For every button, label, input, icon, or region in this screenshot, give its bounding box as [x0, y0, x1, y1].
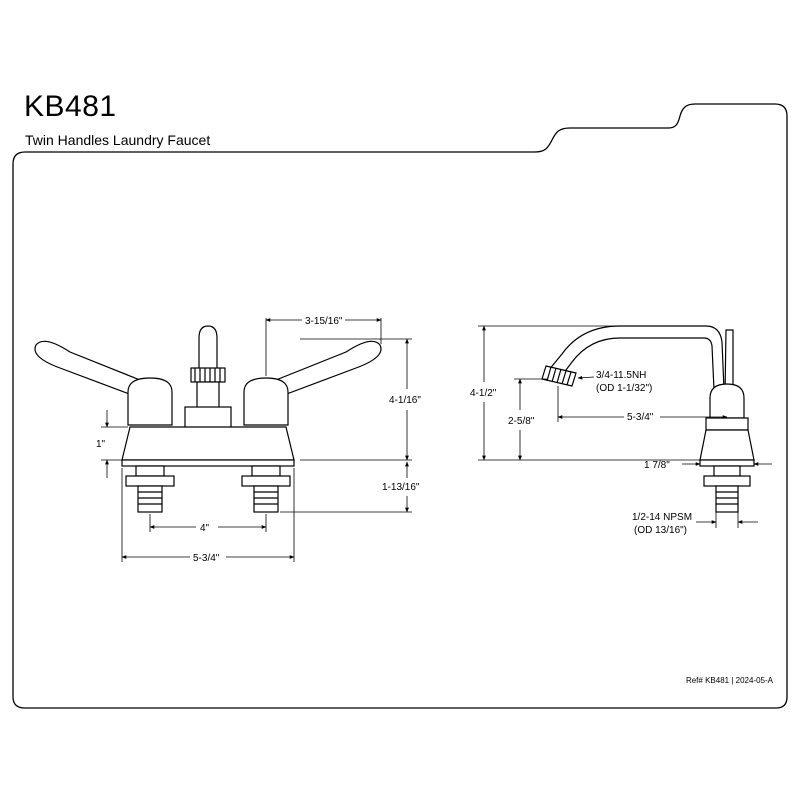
dim-inlet-thread: 1/2-14 NPSM	[632, 512, 692, 523]
side-dimension-labels: 4-1/2" 3/4-11.5NH (OD 1-1/32") 5-3/4" 2-…	[470, 370, 692, 536]
front-base	[121, 426, 295, 461]
right-shank	[251, 465, 281, 477]
front-view	[34, 325, 382, 513]
dim-outlet-od: (OD 1-1/32")	[596, 383, 652, 394]
side-base	[699, 429, 755, 461]
side-base-plate	[699, 459, 755, 467]
dim-inlet-od: (OD 13/16")	[634, 525, 687, 536]
side-dimensions	[478, 325, 772, 528]
ref-separator: |	[731, 676, 734, 685]
right-handle-cap	[243, 377, 289, 426]
left-shank	[135, 465, 165, 477]
dim-base-width: 5-3/4"	[193, 553, 220, 564]
front-base-plate	[121, 459, 295, 467]
left-blade-handle	[34, 340, 141, 399]
dim-front-overall-height: 4-1/16"	[389, 395, 421, 406]
dim-spout-reach: 5-3/4"	[627, 412, 654, 423]
side-shank	[713, 465, 741, 477]
sheet-frame	[12, 103, 788, 709]
front-dimensions	[101, 318, 412, 562]
dim-spout-height: 2-5/8"	[508, 416, 535, 427]
dim-deck-height: 1"	[96, 439, 106, 450]
dim-base-depth: 1 7/8"	[644, 460, 670, 471]
dim-side-overall-height: 4-1/2"	[470, 388, 497, 399]
dim-center-spread: 4"	[200, 523, 210, 534]
front-dimension-labels: 3-15/16" 4-1/16" 1" 1-13/16" 4" 5-3/4"	[96, 316, 421, 564]
reference-footer: Ref# KB481 | 2024-05-A	[686, 676, 773, 686]
revision-code: 2024-05-A	[735, 676, 773, 685]
front-spout	[198, 325, 218, 375]
side-view	[541, 325, 755, 513]
dim-spout-offset: 3-15/16"	[305, 316, 343, 327]
dim-shank-length: 1-13/16"	[382, 482, 420, 493]
model-number: KB481	[24, 90, 117, 123]
left-handle-cap	[127, 377, 173, 426]
side-handle-cap	[709, 383, 745, 419]
product-title: Twin Handles Laundry Faucet	[25, 132, 211, 148]
ref-number: Ref# KB481	[685, 676, 730, 685]
dim-outlet-thread: 3/4-11.5NH	[596, 370, 646, 381]
right-blade-handle	[275, 340, 382, 399]
